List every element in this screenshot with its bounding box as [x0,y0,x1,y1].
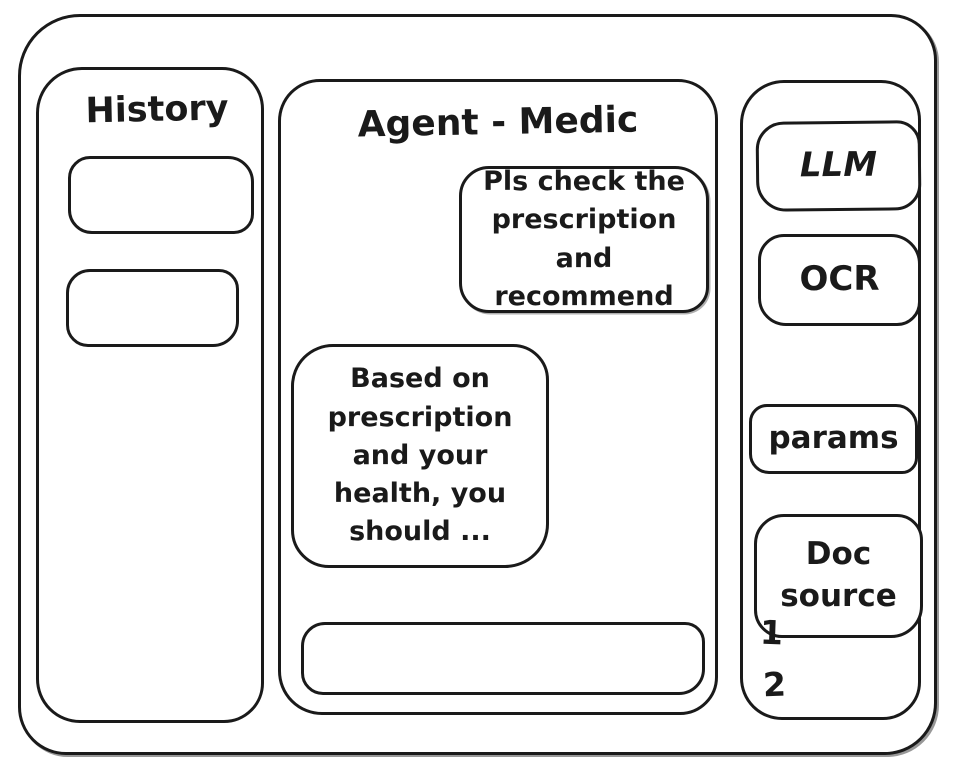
chat-title: Agent - Medic [357,99,639,146]
chat-panel: Agent - Medic Pls check the prescription… [278,79,718,715]
agent-message-text: Based on prescription and your health, y… [327,363,513,548]
doc-source-note-1: 1 [759,612,784,653]
app-frame: History Agent - Medic Pls check the pres… [18,14,937,755]
agent-message-bubble: Based on prescription and your health, y… [291,344,549,568]
user-message-text: Pls check the prescription and recommend [483,165,685,312]
history-item-2[interactable] [66,269,239,347]
chat-input[interactable] [301,622,705,695]
doc-source-note-2: 2 [762,664,787,705]
user-message-bubble: Pls check the prescription and recommend [459,166,709,313]
history-title: History [85,88,229,132]
ocr-button[interactable]: OCR [758,234,921,326]
history-panel: History [36,67,264,723]
tools-panel: LLM OCR params Doc source 1 2 [740,80,923,720]
doc-source-button[interactable]: Doc source [754,514,923,638]
llm-button[interactable]: LLM [755,120,922,212]
params-button[interactable]: params [749,404,918,474]
history-item-1[interactable] [68,156,254,234]
